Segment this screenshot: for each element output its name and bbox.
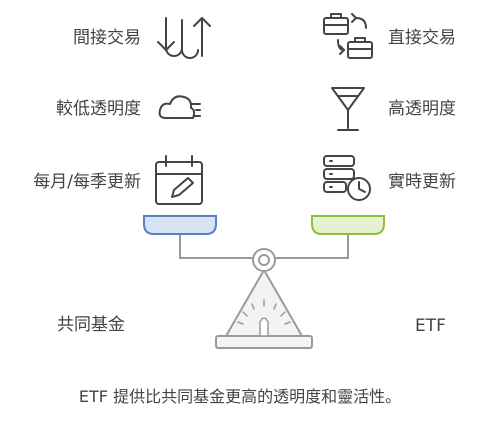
- left-feature-label-3: 每月/每季更新: [33, 172, 141, 192]
- cloud-icon: [158, 95, 201, 119]
- scale-base: [215, 335, 313, 349]
- scale-dial-ticks: [237, 299, 291, 325]
- right-pan: [311, 215, 385, 235]
- left-feature-label-1: 間接交易: [73, 28, 141, 48]
- right-feature-label-3: 實時更新: [388, 172, 456, 192]
- right-side-title: ETF: [415, 316, 446, 336]
- scale-needle: [259, 317, 269, 337]
- left-side-title: 共同基金: [57, 315, 125, 335]
- up-down-arrows-icon: [157, 17, 211, 59]
- right-feature-label-2: 高透明度: [388, 99, 456, 119]
- calendar-edit-icon: [155, 155, 203, 205]
- left-feature-label-2: 較低透明度: [56, 99, 141, 119]
- briefcase-exchange-icon: [323, 13, 373, 59]
- right-feature-label-1: 直接交易: [388, 28, 456, 48]
- glass-icon: [331, 87, 365, 131]
- balance-scale: [143, 215, 385, 349]
- left-pan: [143, 215, 217, 235]
- server-clock-icon: [323, 155, 371, 201]
- caption: ETF 提供比共同基金更高的透明度和靈活性。: [78, 387, 402, 406]
